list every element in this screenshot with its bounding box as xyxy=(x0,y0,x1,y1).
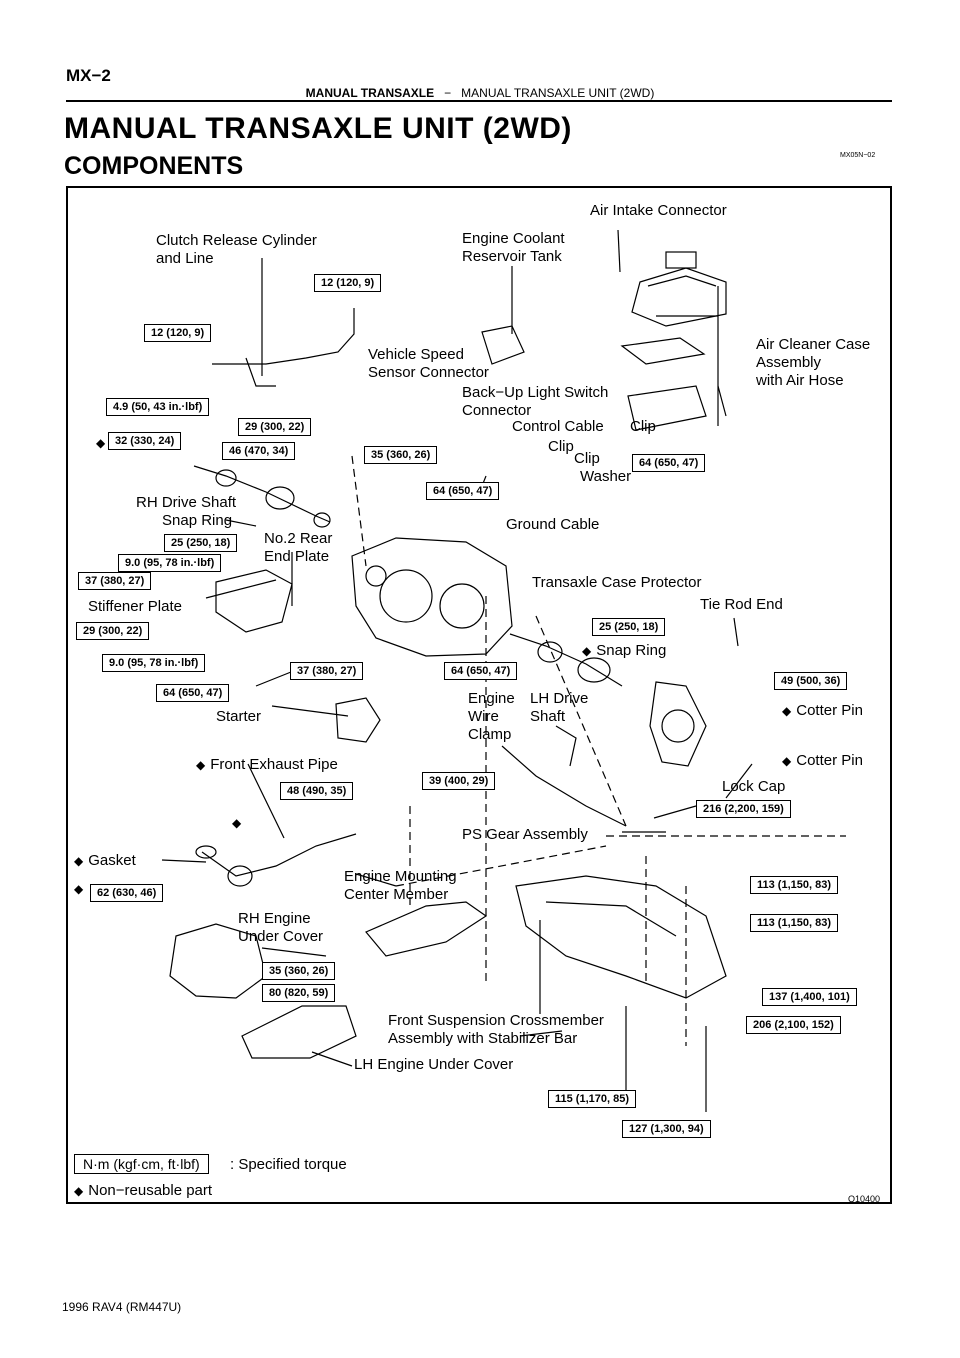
torque-spec: 80 (820, 59) xyxy=(262,984,336,1002)
torque-spec: 29 (300, 22) xyxy=(76,622,150,640)
diagram-frame xyxy=(66,186,892,1204)
nonreusable-marker: ◆ xyxy=(782,704,792,718)
torque-spec: 12 (120, 9) xyxy=(144,324,212,342)
backup-light-switch-connector-label: Back−Up Light Switch Connector xyxy=(462,384,609,419)
front-exhaust-pipe-text: Front Exhaust Pipe xyxy=(210,756,338,773)
nonreusable-marker: ◆ xyxy=(232,816,242,830)
clip-label-1: Clip xyxy=(630,418,656,435)
doc-code: MX05N−02 xyxy=(840,152,876,159)
nonreusable-marker: ◆ xyxy=(74,854,84,868)
lh-drive-shaft-label: LH Drive Shaft xyxy=(530,690,589,725)
torque-spec: 35 (360, 26) xyxy=(364,446,438,464)
gasket-text: Gasket xyxy=(88,852,136,869)
torque-spec: 137 (1,400, 101) xyxy=(762,988,857,1006)
control-cable-label: Control Cable xyxy=(512,418,604,435)
torque-spec: 9.0 (95, 78 in.·lbf) xyxy=(102,654,206,672)
air-intake-connector-label: Air Intake Connector xyxy=(590,202,727,219)
snap-ring-lh-text: Snap Ring xyxy=(596,642,667,659)
vehicle-speed-sensor-connector-label: Vehicle Speed Sensor Connector xyxy=(368,346,489,381)
clip-label-2: Clip xyxy=(548,438,574,455)
torque-spec: 4.9 (50, 43 in.·lbf) xyxy=(106,398,210,416)
torque-spec: 25 (250, 18) xyxy=(164,534,238,552)
nonreusable-legend: ◆ Non−reusable part xyxy=(74,1182,212,1200)
nonreusable-legend-text: Non−reusable part xyxy=(88,1182,213,1199)
page-footer: 1996 RAV4 (RM447U) xyxy=(62,1300,182,1314)
ps-gear-assembly-label: PS Gear Assembly xyxy=(462,826,588,843)
nonreusable-marker: ◆ xyxy=(582,644,592,658)
torque-spec: 25 (250, 18) xyxy=(592,618,666,636)
torque-spec: 46 (470, 34) xyxy=(222,442,296,460)
torque-spec: 113 (1,150, 83) xyxy=(750,914,839,932)
clip-label-3: Clip xyxy=(574,450,600,467)
ground-cable-label: Ground Cable xyxy=(506,516,600,533)
nonreusable-marker: ◆ xyxy=(196,758,206,772)
transaxle-case-protector-label: Transaxle Case Protector xyxy=(532,574,702,591)
nonreusable-marker: ◆ xyxy=(74,882,84,896)
torque-spec: 113 (1,150, 83) xyxy=(750,876,839,894)
snap-ring-rh-label: Snap Ring xyxy=(162,512,233,529)
figure-code: Q10400 xyxy=(848,1194,881,1204)
torque-spec: 12 (120, 9) xyxy=(314,274,382,292)
torque-spec: 64 (650, 47) xyxy=(632,454,706,472)
torque-spec: 29 (300, 22) xyxy=(238,418,312,436)
engine-coolant-reservoir-label: Engine Coolant Reservoir Tank xyxy=(462,230,565,265)
torque-spec: 115 (1,170, 85) xyxy=(548,1090,637,1108)
torque-spec: 9.0 (95, 78 in.·lbf) xyxy=(118,554,222,572)
torque-spec: 206 (2,100, 152) xyxy=(746,1016,841,1034)
nonreusable-marker: ◆ xyxy=(782,754,792,768)
washer-label: Washer xyxy=(580,468,632,485)
cotter-pin-text-2: Cotter Pin xyxy=(796,752,863,769)
lh-engine-under-cover-label: LH Engine Under Cover xyxy=(354,1056,514,1073)
header-section: MANUAL TRANSAXLE xyxy=(305,86,435,100)
torque-spec: 35 (360, 26) xyxy=(262,962,336,980)
torque-spec: 64 (650, 47) xyxy=(426,482,500,500)
torque-legend-text: : Specified torque xyxy=(230,1156,347,1173)
front-exhaust-pipe-label: ◆ Front Exhaust Pipe xyxy=(196,756,338,774)
torque-legend-box: N·m (kgf·cm, ft·lbf) xyxy=(74,1154,209,1174)
torque-spec: 64 (650, 47) xyxy=(156,684,230,702)
header-separator: − xyxy=(444,86,452,100)
header-rule xyxy=(66,100,892,102)
lock-cap-label: Lock Cap xyxy=(722,778,786,795)
torque-spec: 64 (650, 47) xyxy=(444,662,518,680)
stiffener-plate-label: Stiffener Plate xyxy=(88,598,182,615)
rh-drive-shaft-label: RH Drive Shaft xyxy=(136,494,237,511)
section-title: COMPONENTS xyxy=(64,152,244,180)
front-suspension-crossmember-label: Front Suspension Crossmember Assembly wi… xyxy=(388,1012,604,1047)
exploded-view-drawing xyxy=(161,229,846,1112)
nonreusable-marker: ◆ xyxy=(96,436,106,450)
nonreusable-marker: ◆ xyxy=(74,1184,84,1198)
engine-wire-clamp-label: Engine Wire Clamp xyxy=(468,690,515,743)
torque-spec: 39 (400, 29) xyxy=(422,772,496,790)
running-header: MANUAL TRANSAXLE − MANUAL TRANSAXLE UNIT… xyxy=(0,86,960,100)
page-title: MANUAL TRANSAXLE UNIT (2WD) xyxy=(64,112,572,145)
page-id: MX−2 xyxy=(66,66,111,85)
torque-spec: 37 (380, 27) xyxy=(78,572,152,590)
starter-label: Starter xyxy=(216,708,262,725)
torque-spec: 48 (490, 35) xyxy=(280,782,354,800)
torque-spec: 216 (2,200, 159) xyxy=(696,800,791,818)
cotter-pin-text-1: Cotter Pin xyxy=(796,702,863,719)
no2-rear-end-plate-label: No.2 Rear End Plate xyxy=(264,530,333,565)
header-subsection: MANUAL TRANSAXLE UNIT (2WD) xyxy=(461,86,655,100)
cotter-pin-label-2: ◆ Cotter Pin xyxy=(782,752,863,770)
gasket-label: ◆ Gasket xyxy=(74,852,136,870)
rh-engine-under-cover-label: RH Engine Under Cover xyxy=(238,910,324,945)
snap-ring-lh-label: ◆ Snap Ring xyxy=(582,642,666,660)
engine-mounting-center-member-label: Engine Mounting Center Member xyxy=(344,868,457,903)
torque-spec: 49 (500, 36) xyxy=(774,672,848,690)
torque-spec: 127 (1,300, 94) xyxy=(622,1120,711,1138)
tie-rod-end-label: Tie Rod End xyxy=(700,596,783,613)
cotter-pin-label-1: ◆ Cotter Pin xyxy=(782,702,863,720)
torque-spec: 32 (330, 24) xyxy=(108,432,182,450)
torque-spec: 37 (380, 27) xyxy=(290,662,364,680)
clutch-release-cylinder-label: Clutch Release Cylinder and Line xyxy=(156,232,317,267)
air-cleaner-case-label: Air Cleaner Case Assembly with Air Hose xyxy=(756,336,871,389)
torque-spec: 62 (630, 46) xyxy=(90,884,164,902)
